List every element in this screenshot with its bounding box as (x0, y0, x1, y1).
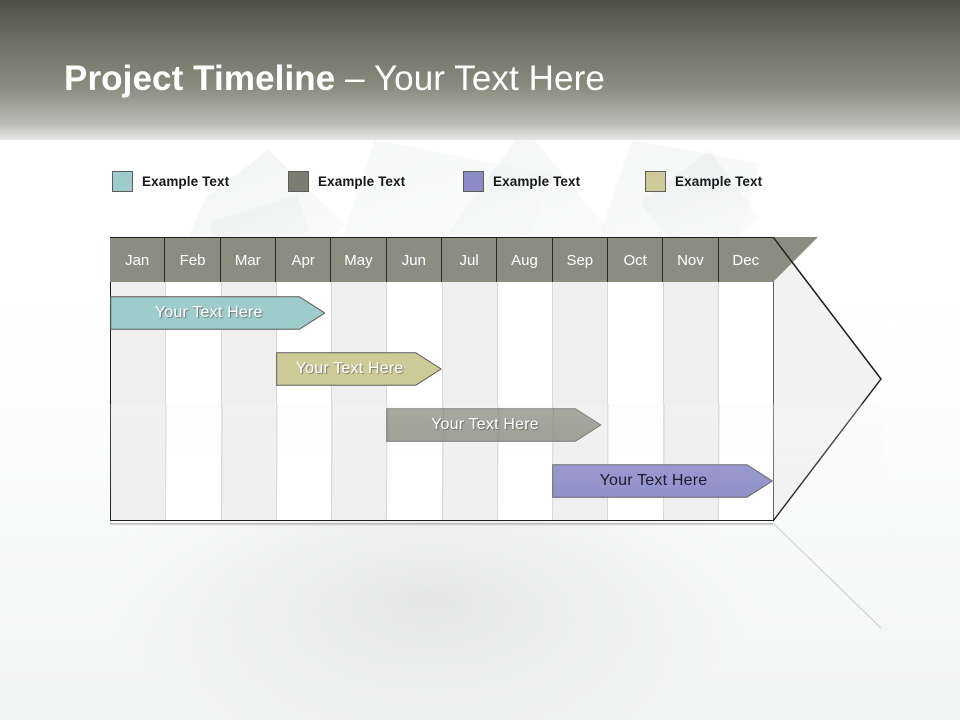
arrow-head-header-corner (773, 237, 818, 282)
month-header-mar[interactable]: Mar (221, 238, 276, 282)
task-bar-label: Your Text Here (154, 304, 263, 321)
month-column-feb (165, 237, 221, 521)
column-divider (441, 237, 443, 521)
month-header-dec[interactable]: Dec (732, 251, 760, 269)
month-column-mar (220, 237, 276, 521)
task-bar-0[interactable]: Your Text Here (110, 296, 326, 330)
legend-item-label: Example Text (318, 173, 406, 189)
legend-item-3[interactable]: Example Text (645, 169, 762, 193)
page-title: Project Timeline – Your Text Here (64, 57, 605, 101)
month-header-feb[interactable]: Feb (165, 238, 221, 282)
task-bar-label: Your Text Here (599, 472, 708, 489)
legend-swatch-icon (112, 170, 133, 192)
title-strong-part: Project Timeline (64, 59, 336, 98)
month-header-jan[interactable]: Jan (110, 238, 166, 282)
legend-item-label: Example Text (675, 173, 763, 189)
task-bar-2[interactable]: Your Text Here (386, 408, 602, 442)
legend-item-label: Example Text (142, 173, 230, 189)
legend-swatch-icon (645, 170, 666, 192)
column-divider (496, 237, 498, 521)
legend-swatch-icon (288, 170, 309, 192)
legend: Example Text Example Text Example Text Exam… (112, 169, 812, 193)
month-header-nov[interactable]: Nov (663, 238, 719, 282)
month-column-jan (110, 237, 166, 521)
title-light-part: Your Text Here (373, 59, 605, 98)
month-header-sep[interactable]: Sep (553, 238, 608, 282)
task-bar-shape (275, 352, 442, 386)
month-header-apr[interactable]: Apr (276, 238, 332, 282)
legend-item-0[interactable]: Example Text (112, 169, 229, 193)
month-column-jul (441, 237, 497, 521)
column-divider (552, 237, 553, 521)
reflection-top-edge (110, 523, 773, 526)
title-separator: – (335, 59, 374, 98)
column-divider (607, 237, 609, 521)
task-bar-label: Your Text Here (431, 416, 539, 433)
task-bar-label: Your Text Here (295, 360, 404, 377)
legend-item-label: Example Text (493, 173, 581, 189)
column-divider (662, 237, 664, 521)
column-divider (165, 237, 167, 521)
legend-item-1[interactable]: Example Text (288, 169, 405, 193)
title-band (0, 0, 960, 140)
task-bar-1[interactable]: Your Text Here (275, 352, 442, 386)
task-bar-shape (110, 296, 326, 330)
month-header-may[interactable]: May (331, 238, 387, 282)
arrow-head-shape (772, 234, 882, 524)
legend-swatch-icon (463, 170, 484, 192)
month-header-jun[interactable]: Jun (387, 238, 442, 282)
month-header-oct[interactable]: Oct (608, 238, 664, 282)
month-header-aug[interactable]: Aug (497, 238, 553, 282)
column-divider (717, 237, 719, 521)
task-bar-3[interactable]: Your Text Here (552, 464, 773, 498)
timeline-arrow-head (772, 234, 882, 524)
task-bar-shape (552, 464, 773, 498)
task-bar-shape (386, 408, 602, 442)
month-column-aug (496, 237, 552, 521)
column-divider (220, 237, 222, 521)
month-header-jul[interactable]: Jul (442, 238, 498, 282)
legend-item-2[interactable]: Example Text (463, 169, 580, 193)
